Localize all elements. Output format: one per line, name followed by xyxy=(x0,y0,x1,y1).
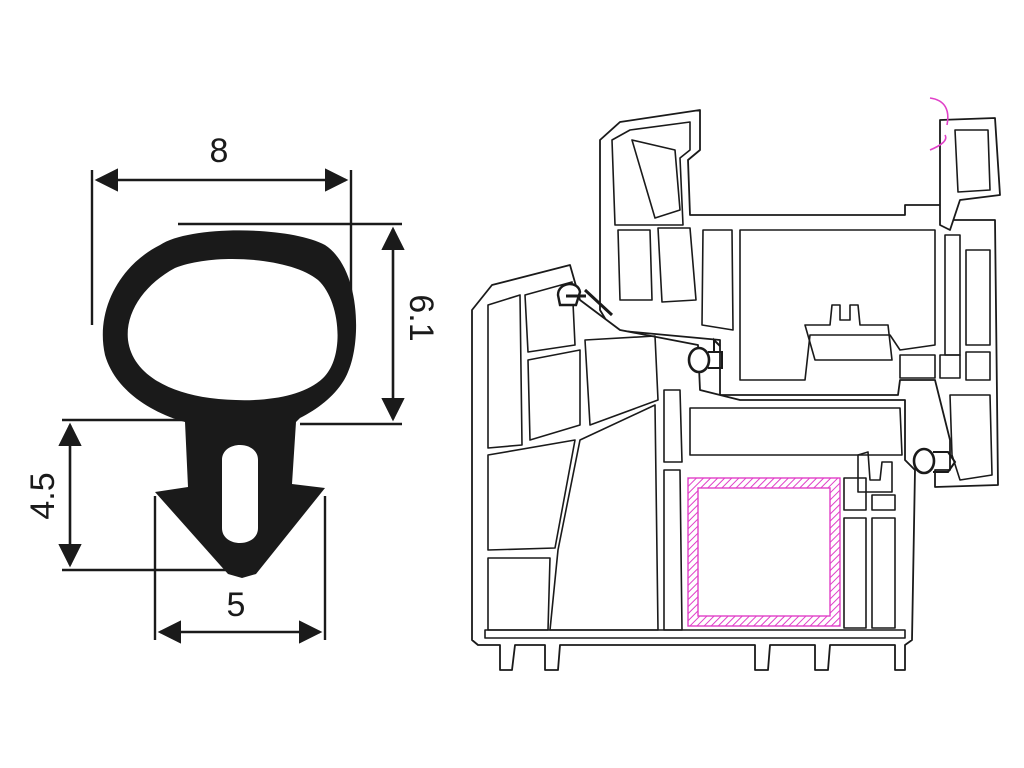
sash-profile xyxy=(599,109,999,488)
dimension-stem-height: 4.5 xyxy=(24,418,232,572)
dimension-base-width: 5 xyxy=(153,496,327,644)
gasket-seal-profile xyxy=(102,230,357,578)
dimension-height-label: 6.1 xyxy=(402,294,440,341)
dimension-width: 8 xyxy=(90,132,353,325)
gasket-section-drawing: 8 6.1 4.5 5 xyxy=(24,132,440,644)
gasket-seat-left xyxy=(556,282,614,317)
steel-reinforcement xyxy=(687,477,841,627)
dimension-width-label: 8 xyxy=(210,132,229,170)
dimension-base-width-label: 5 xyxy=(227,586,246,624)
dimension-stem-height-label: 4.5 xyxy=(24,472,62,519)
dimension-height: 6.1 xyxy=(178,222,440,426)
gasket-seat-middle xyxy=(687,337,723,374)
glazing-bead xyxy=(929,97,1001,231)
gasket-seat-right xyxy=(912,447,957,475)
window-profile-drawing xyxy=(471,97,1001,671)
